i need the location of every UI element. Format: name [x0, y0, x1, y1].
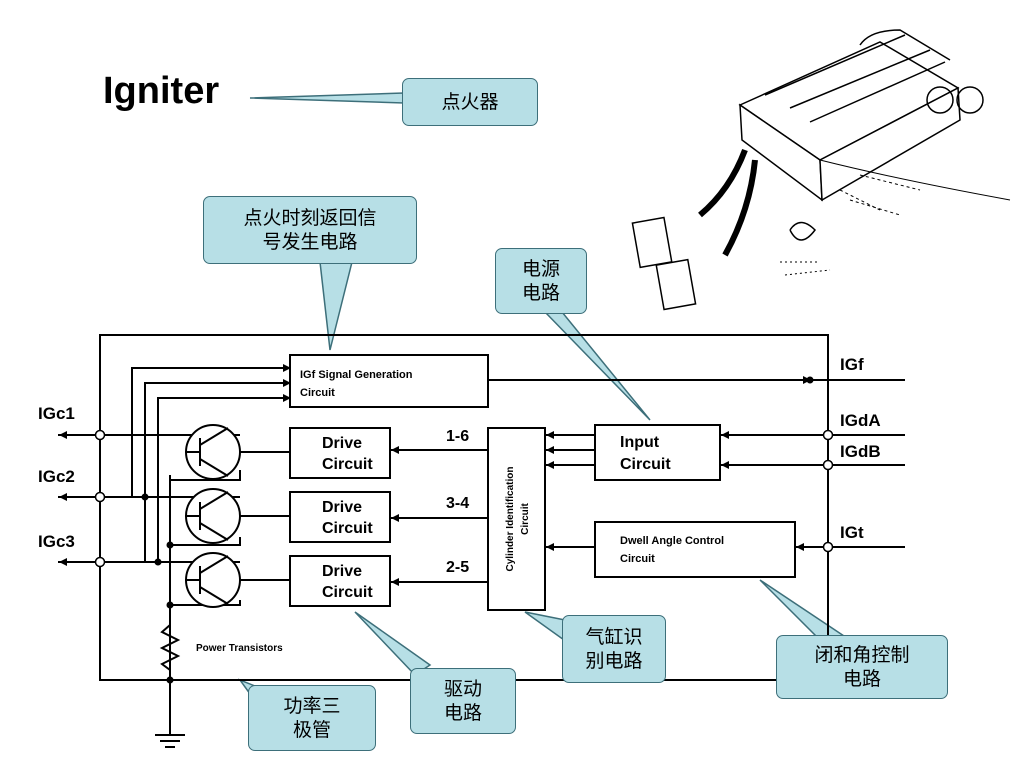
junction-dots	[141, 376, 814, 684]
pair-label-1-6: 1-6	[446, 428, 469, 445]
drive-circuit-block-2: Drive Circuit	[289, 491, 391, 543]
callout-igf-signal-gen: 点火时刻返回信 号发生电路	[203, 196, 417, 264]
drive3-label-1: Drive	[322, 563, 362, 580]
power-transistor-3	[185, 552, 241, 608]
signal-arrows	[59, 364, 830, 586]
input-label-1: Input	[620, 434, 660, 451]
pair-label-3-4: 3-4	[446, 495, 469, 512]
drive3-label-2: Circuit	[322, 584, 373, 601]
callout-igniter: 点火器	[402, 78, 538, 126]
cyl-id-label-2: Circuit	[520, 502, 531, 534]
dwell-label-2: Circuit	[620, 553, 655, 565]
igf-signal-generation-block: IGf Signal Generation Circuit	[289, 354, 489, 408]
callout-power-transistors: 功率三 极管	[248, 685, 376, 751]
igc3-label: IGc3	[38, 532, 75, 551]
igf-block-label-1: IGf Signal Generation	[300, 369, 413, 381]
callout-cylinder-id: 气缸识 别电路	[562, 615, 666, 683]
page-title: Igniter	[103, 70, 220, 112]
input-label-2: Circuit	[620, 456, 671, 473]
terminal-circles	[94, 429, 834, 568]
cyl-id-label-1: Cylinder Identification	[505, 466, 516, 571]
power-transistor-2	[185, 488, 241, 544]
callout-power-circuit: 电源 电路	[495, 248, 587, 314]
drive2-label-1: Drive	[322, 499, 362, 516]
igf-block-label-2: Circuit	[300, 387, 335, 399]
igdb-label: IGdB	[840, 442, 881, 461]
drive2-label-2: Circuit	[322, 520, 373, 537]
pair-label-2-5: 2-5	[446, 559, 469, 576]
igda-label: IGdA	[840, 411, 881, 430]
igf-label: IGf	[840, 355, 864, 374]
power-transistor-1	[185, 424, 241, 480]
drive1-label-2: Circuit	[322, 456, 373, 473]
dwell-label-1: Dwell Angle Control	[620, 535, 724, 547]
igc2-label: IGc2	[38, 467, 75, 486]
callout-drive-circuit: 驱动 电路	[410, 668, 516, 734]
igc1-label: IGc1	[38, 404, 75, 423]
drive-circuit-block-1: Drive Circuit	[289, 427, 391, 479]
igniter-illustration	[631, 29, 1011, 311]
power-transistors-label: Power Transistors	[196, 643, 283, 654]
callout-dwell-angle: 闭和角控制 电路	[776, 635, 948, 699]
drive-circuit-block-3: Drive Circuit	[289, 555, 391, 607]
cylinder-identification-block: Cylinder Identification Circuit	[487, 427, 546, 611]
input-circuit-block: Input Circuit	[594, 424, 721, 481]
drive1-label-1: Drive	[322, 435, 362, 452]
igt-label: IGt	[840, 523, 864, 542]
dwell-angle-control-block: Dwell Angle Control Circuit	[594, 521, 796, 578]
